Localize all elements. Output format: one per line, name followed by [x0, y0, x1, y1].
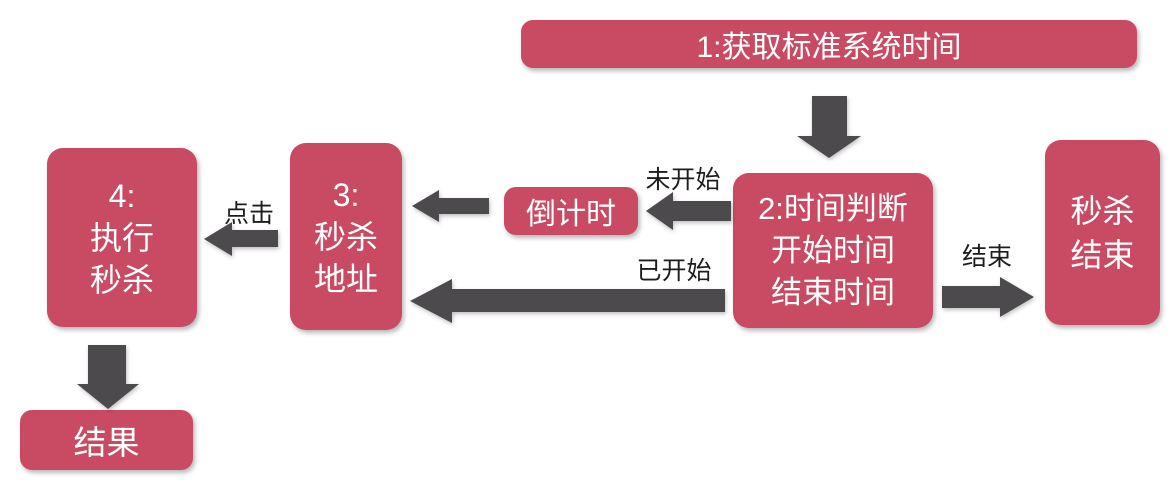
arrow-shaft — [942, 286, 1000, 308]
node-seckill-end: 秒杀 结束 — [1045, 140, 1160, 325]
node-result-label: 结果 — [73, 424, 140, 461]
arrow-left-step3-to-step4 — [204, 222, 278, 256]
node-step1-get-system-time: 1:获取标准系统时间 — [521, 20, 1137, 68]
node-step1-label: 1:获取标准系统时间 — [696, 31, 962, 64]
node-result: 结果 — [20, 410, 193, 470]
arrow-shaft — [812, 96, 847, 136]
node-step2-line1: 2:时间判断 — [758, 190, 908, 226]
node-step4-execute-seckill: 4: 执行 秒杀 — [47, 148, 197, 327]
arrow-head-down-icon — [77, 384, 139, 409]
arrow-head-right-icon — [1000, 277, 1034, 317]
node-step4-line1: 4: — [108, 177, 136, 214]
arrow-down-step4-to-result — [77, 345, 139, 409]
node-step4-line3: 秒杀 — [89, 261, 154, 298]
arrow-shaft — [452, 289, 725, 312]
arrow-head-left-icon — [410, 279, 452, 323]
arrow-shaft — [232, 230, 278, 247]
edge-label-not-started: 未开始 — [645, 166, 721, 194]
arrow-head-down-icon — [797, 136, 861, 158]
node-step2-line2: 开始时间 — [771, 232, 895, 268]
node-step3-line3: 地址 — [313, 260, 378, 297]
arrow-head-left-icon — [204, 222, 232, 256]
node-countdown: 倒计时 — [504, 187, 638, 235]
node-seckill-end-line2: 结束 — [1070, 236, 1135, 273]
node-countdown-label: 倒计时 — [526, 198, 616, 231]
arrow-shaft — [88, 345, 126, 384]
node-step3-line1: 3: — [332, 176, 360, 213]
arrow-left-countdown-to-step3 — [412, 190, 489, 222]
edge-label-started: 已开始 — [636, 257, 712, 285]
node-seckill-end-line1: 秒杀 — [1070, 192, 1135, 229]
arrow-right-step2-to-seckill-end — [942, 277, 1034, 317]
arrow-head-left-icon — [412, 190, 439, 222]
node-step3-line2: 秒杀 — [313, 218, 378, 255]
arrow-shaft — [439, 198, 489, 214]
edge-label-finished: 结束 — [961, 243, 1012, 271]
arrow-left-step2-to-countdown — [646, 192, 731, 230]
node-step2-time-judge: 2:时间判断 开始时间 结束时间 — [733, 173, 933, 328]
node-step4-line2: 执行 — [89, 219, 154, 256]
node-step3-seckill-address: 3: 秒杀 地址 — [290, 143, 402, 330]
arrow-left-step2-to-step3 — [410, 279, 725, 323]
arrow-shaft — [673, 201, 731, 221]
node-step2-line3: 结束时间 — [771, 274, 895, 310]
arrow-head-left-icon — [646, 192, 673, 230]
edge-label-click: 点击 — [223, 200, 274, 228]
arrow-down-step1-to-step2 — [797, 96, 861, 158]
